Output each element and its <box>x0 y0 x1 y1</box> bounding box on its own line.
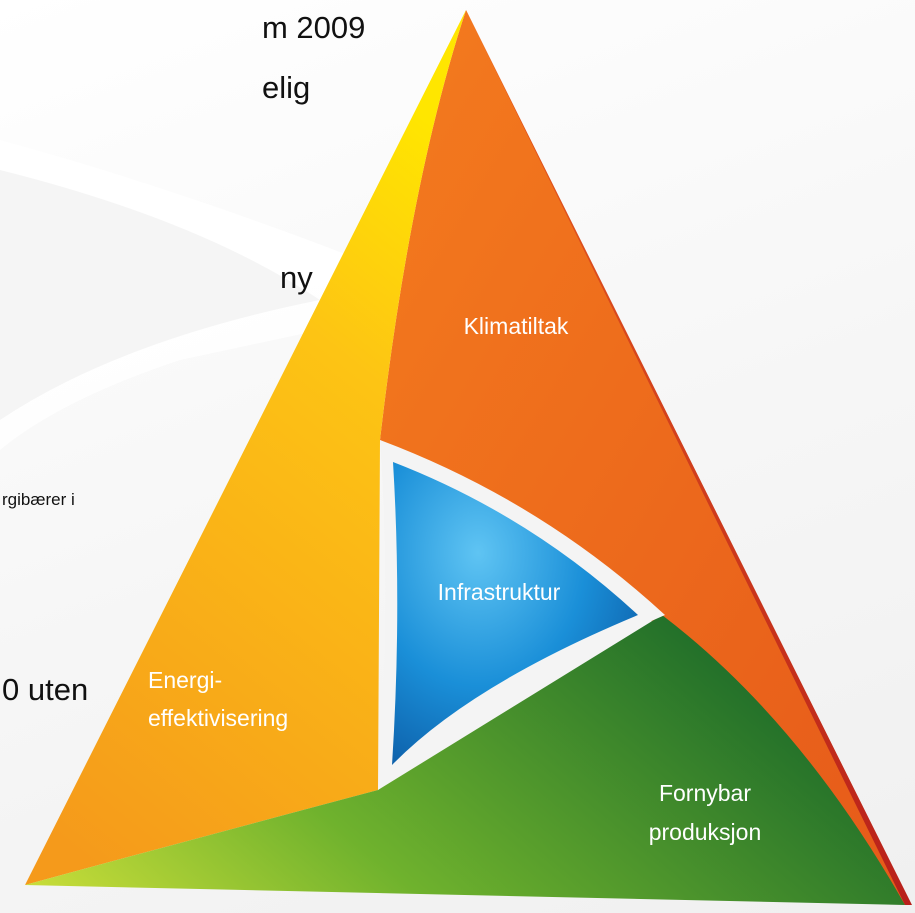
fornybar-label-line-1: Fornybar <box>659 780 751 806</box>
background-text-line-1: m 2009 <box>262 10 366 45</box>
fornybar-label-line-2: produksjon <box>649 819 762 845</box>
energieffektivisering-segment <box>25 10 466 885</box>
energieffektivisering-label-line-2: effektivisering <box>148 705 288 731</box>
klimatiltak-label: Klimatiltak <box>464 313 569 339</box>
background-text-line-5: 0 uten <box>2 672 89 707</box>
background-text-line-4: rgibærer i <box>2 490 75 509</box>
infrastruktur-label: Infrastruktur <box>438 579 561 605</box>
background-text-line-2: elig <box>262 70 311 105</box>
right-edge-segment <box>466 10 912 905</box>
klimatiltak-segment <box>380 10 905 905</box>
energieffektivisering-label-line-1: Energi- <box>148 667 222 693</box>
infrastruktur-segment <box>392 462 638 765</box>
background-text-line-3: ny <box>280 260 313 295</box>
fornybar-produksjon-segment <box>25 615 905 905</box>
